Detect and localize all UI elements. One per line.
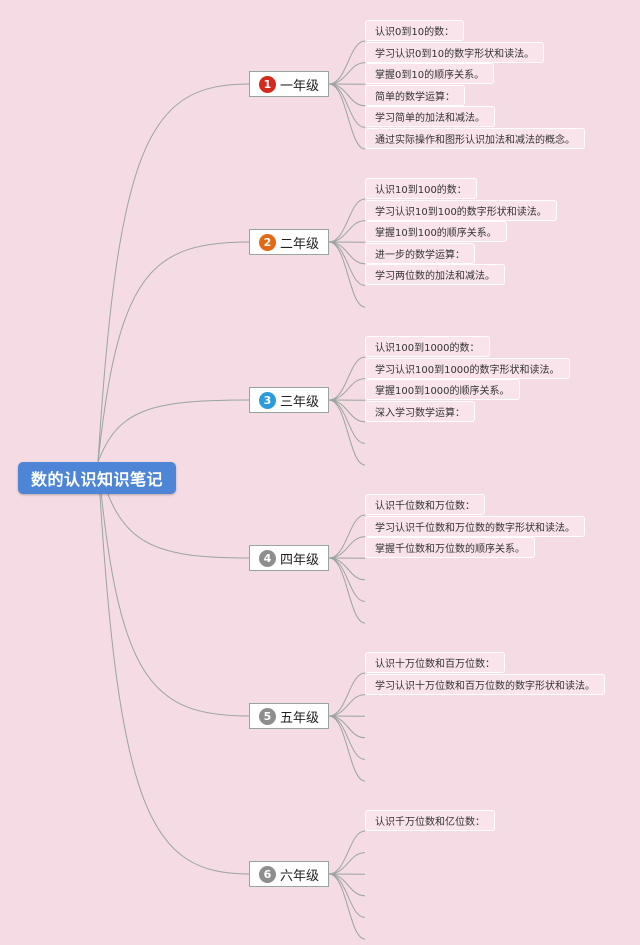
connector-line bbox=[328, 62, 366, 85]
connector-line bbox=[328, 830, 366, 875]
topic-item[interactable]: 通过实际操作和图形认识加法和减法的概念。 bbox=[365, 128, 585, 149]
topic-item[interactable]: 掌握千位数和万位数的顺序关系。 bbox=[365, 537, 535, 559]
connector-line bbox=[328, 715, 366, 760]
number-4-badge-icon: 4 bbox=[258, 549, 276, 567]
number-5-badge-icon: 5 bbox=[258, 707, 276, 725]
topic-item[interactable]: 掌握0到10的顺序关系。 bbox=[365, 63, 495, 85]
topic-item[interactable]: 认识千位数和万位数： bbox=[365, 494, 485, 515]
topic-item[interactable]: 掌握10到100的顺序关系。 bbox=[365, 221, 507, 243]
connector-line bbox=[328, 536, 366, 559]
number-1-badge-icon: 1 bbox=[258, 75, 276, 93]
topic-item[interactable]: 学习认识10到100的数字形状和读法。 bbox=[365, 199, 557, 221]
connector-line bbox=[328, 715, 366, 782]
number-2-badge-icon: 2 bbox=[258, 233, 276, 251]
grade-label: 三年级 bbox=[279, 394, 319, 410]
topic-item[interactable]: 深入学习数学运算： bbox=[365, 400, 475, 422]
connector-line bbox=[328, 715, 366, 739]
connector-line bbox=[328, 198, 366, 243]
topic-item[interactable]: 学习认识100到1000的数字形状和读法。 bbox=[365, 357, 570, 379]
topic-item[interactable]: 学习两位数的加法和减法。 bbox=[365, 264, 505, 286]
topic-item[interactable]: 认识千万位数和亿位数： bbox=[365, 810, 495, 831]
topic-item[interactable]: 认识10到100的数： bbox=[365, 178, 477, 199]
connector-line bbox=[328, 241, 366, 265]
grade-label: 一年级 bbox=[279, 78, 319, 94]
topic-item[interactable]: 认识0到10的数： bbox=[365, 20, 465, 41]
topic-item[interactable]: 掌握100到1000的顺序关系。 bbox=[365, 379, 520, 401]
connector-line bbox=[328, 399, 366, 444]
connector-line bbox=[328, 873, 366, 897]
number-3-badge-icon: 3 bbox=[258, 391, 276, 409]
connector-line bbox=[328, 83, 366, 150]
number-6-badge-icon: 6 bbox=[258, 865, 276, 883]
connector-line bbox=[97, 461, 250, 717]
connector-line bbox=[97, 461, 250, 875]
grade-label: 二年级 bbox=[279, 236, 319, 252]
grade-label: 四年级 bbox=[279, 552, 319, 568]
connector-line bbox=[97, 83, 250, 463]
topic-item[interactable]: 学习简单的加法和减法。 bbox=[365, 106, 495, 128]
connector-line bbox=[328, 514, 366, 559]
topic-item[interactable]: 学习认识十万位数和百万位数的数字形状和读法。 bbox=[365, 673, 605, 695]
topic-item[interactable]: 认识十万位数和百万位数： bbox=[365, 652, 505, 673]
root-topic[interactable]: 数的认识知识笔记 bbox=[18, 462, 176, 494]
connector-line bbox=[328, 873, 366, 918]
connector-line bbox=[328, 852, 366, 875]
connector-line bbox=[328, 694, 366, 717]
connector-line bbox=[328, 557, 366, 581]
connector-line bbox=[328, 672, 366, 717]
connector-line bbox=[328, 83, 366, 107]
topic-item[interactable]: 简单的数学运算： bbox=[365, 84, 465, 106]
connector-line bbox=[328, 220, 366, 243]
connector-line bbox=[97, 399, 250, 463]
connector-line bbox=[328, 557, 366, 602]
topic-item[interactable]: 进一步的数学运算： bbox=[365, 242, 475, 264]
connector-line bbox=[328, 399, 366, 423]
topic-item[interactable]: 认识100到1000的数： bbox=[365, 336, 490, 357]
connector-line bbox=[328, 399, 366, 466]
connector-line bbox=[328, 241, 366, 308]
connector-line bbox=[328, 557, 366, 624]
topic-item[interactable]: 学习认识千位数和万位数的数字形状和读法。 bbox=[365, 515, 585, 537]
connector-line bbox=[328, 356, 366, 401]
topic-item[interactable]: 学习认识0到10的数字形状和读法。 bbox=[365, 41, 545, 63]
grade-label: 五年级 bbox=[279, 710, 319, 726]
root-topic-label: 数的认识知识笔记 bbox=[30, 470, 163, 489]
connector-line bbox=[328, 378, 366, 401]
connector-line bbox=[328, 873, 366, 940]
connector-line bbox=[328, 241, 366, 286]
connector-line bbox=[328, 40, 366, 85]
grade-label: 六年级 bbox=[279, 868, 319, 884]
connector-line bbox=[97, 241, 250, 463]
connector-line bbox=[328, 83, 366, 128]
